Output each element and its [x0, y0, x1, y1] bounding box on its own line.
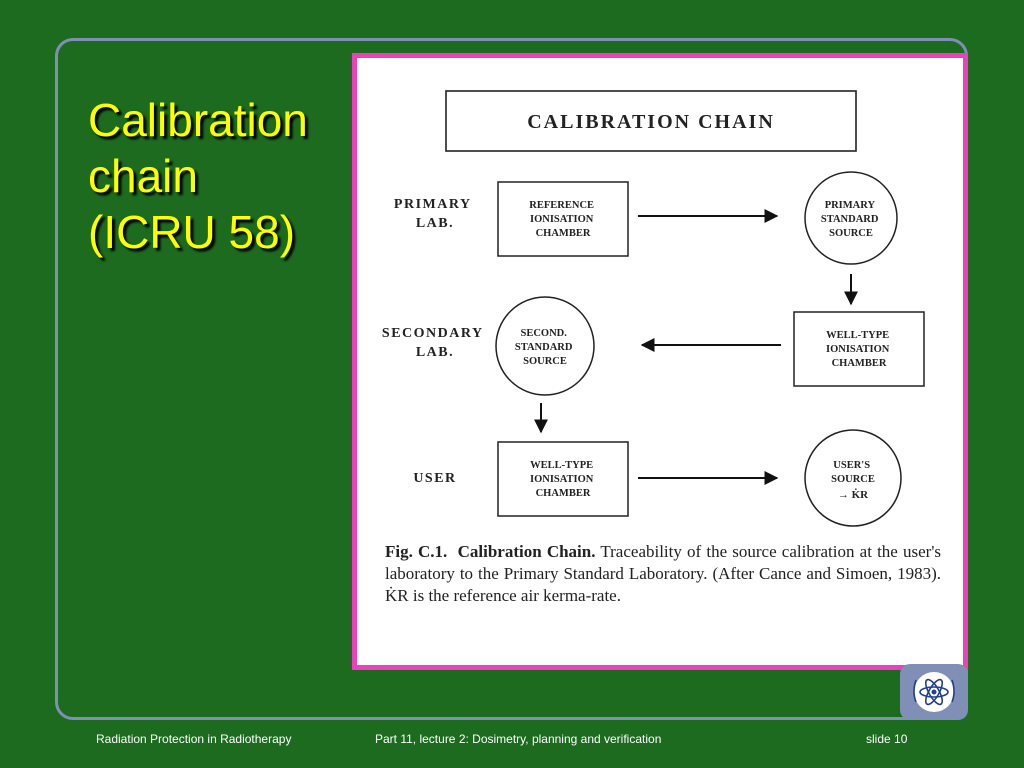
slide-title: Calibration chain (ICRU 58)	[88, 92, 348, 260]
footer-course: Radiation Protection in Radiotherapy	[96, 732, 292, 746]
user-source-circle	[804, 429, 902, 527]
user-well-chamber-box	[497, 441, 629, 517]
diagram-canvas: CALIBRATION CHAIN PRIMARY LAB. SECONDARY…	[382, 90, 925, 527]
diagram-header: CALIBRATION CHAIN	[527, 111, 775, 133]
calibration-chain-figure: CALIBRATION CHAIN PRIMARY LAB. SECONDARY…	[352, 53, 968, 670]
title-line: chain	[88, 150, 198, 202]
footer-slide-number: slide 10	[866, 732, 908, 746]
caption-text: Traceability of the source calibration a…	[385, 542, 941, 605]
primary-source-circle	[804, 171, 898, 265]
reference-chamber-label: REFERENCE IONISATION CHAMBER	[529, 200, 596, 239]
second-source-circle	[495, 296, 595, 396]
second-source-label: SECOND. STANDARD SOURCE	[515, 328, 575, 367]
user-well-chamber-label: WELL-TYPE IONISATION CHAMBER	[530, 460, 596, 499]
row-label-secondary: SECONDARY LAB.	[382, 326, 488, 360]
secondary-well-chamber-label: WELL-TYPE IONISATION CHAMBER	[826, 330, 892, 369]
footer-lecture: Part 11, lecture 2: Dosimetry, planning …	[375, 732, 662, 746]
reference-chamber-box	[497, 181, 629, 257]
user-source-label: USER'S SOURCE	[831, 460, 875, 485]
caption-fig-title: Calibration Chain.	[457, 542, 596, 561]
secondary-well-chamber-box	[793, 311, 925, 387]
user-source-kerma-symbol: → K̇R	[838, 488, 869, 501]
row-label-user: USER	[413, 471, 456, 486]
title-line: (ICRU 58)	[88, 206, 296, 258]
header-box	[445, 90, 857, 152]
iaea-logo-icon	[900, 664, 968, 720]
primary-source-label: PRIMARY STANDARD SOURCE	[821, 200, 881, 239]
row-label-primary: PRIMARY LAB.	[394, 197, 476, 231]
title-line: Calibration	[88, 94, 308, 146]
caption-fig-label: Fig. C.1.	[385, 542, 448, 561]
figure-caption: Fig. C.1. Calibration Chain. Traceabilit…	[385, 541, 941, 607]
